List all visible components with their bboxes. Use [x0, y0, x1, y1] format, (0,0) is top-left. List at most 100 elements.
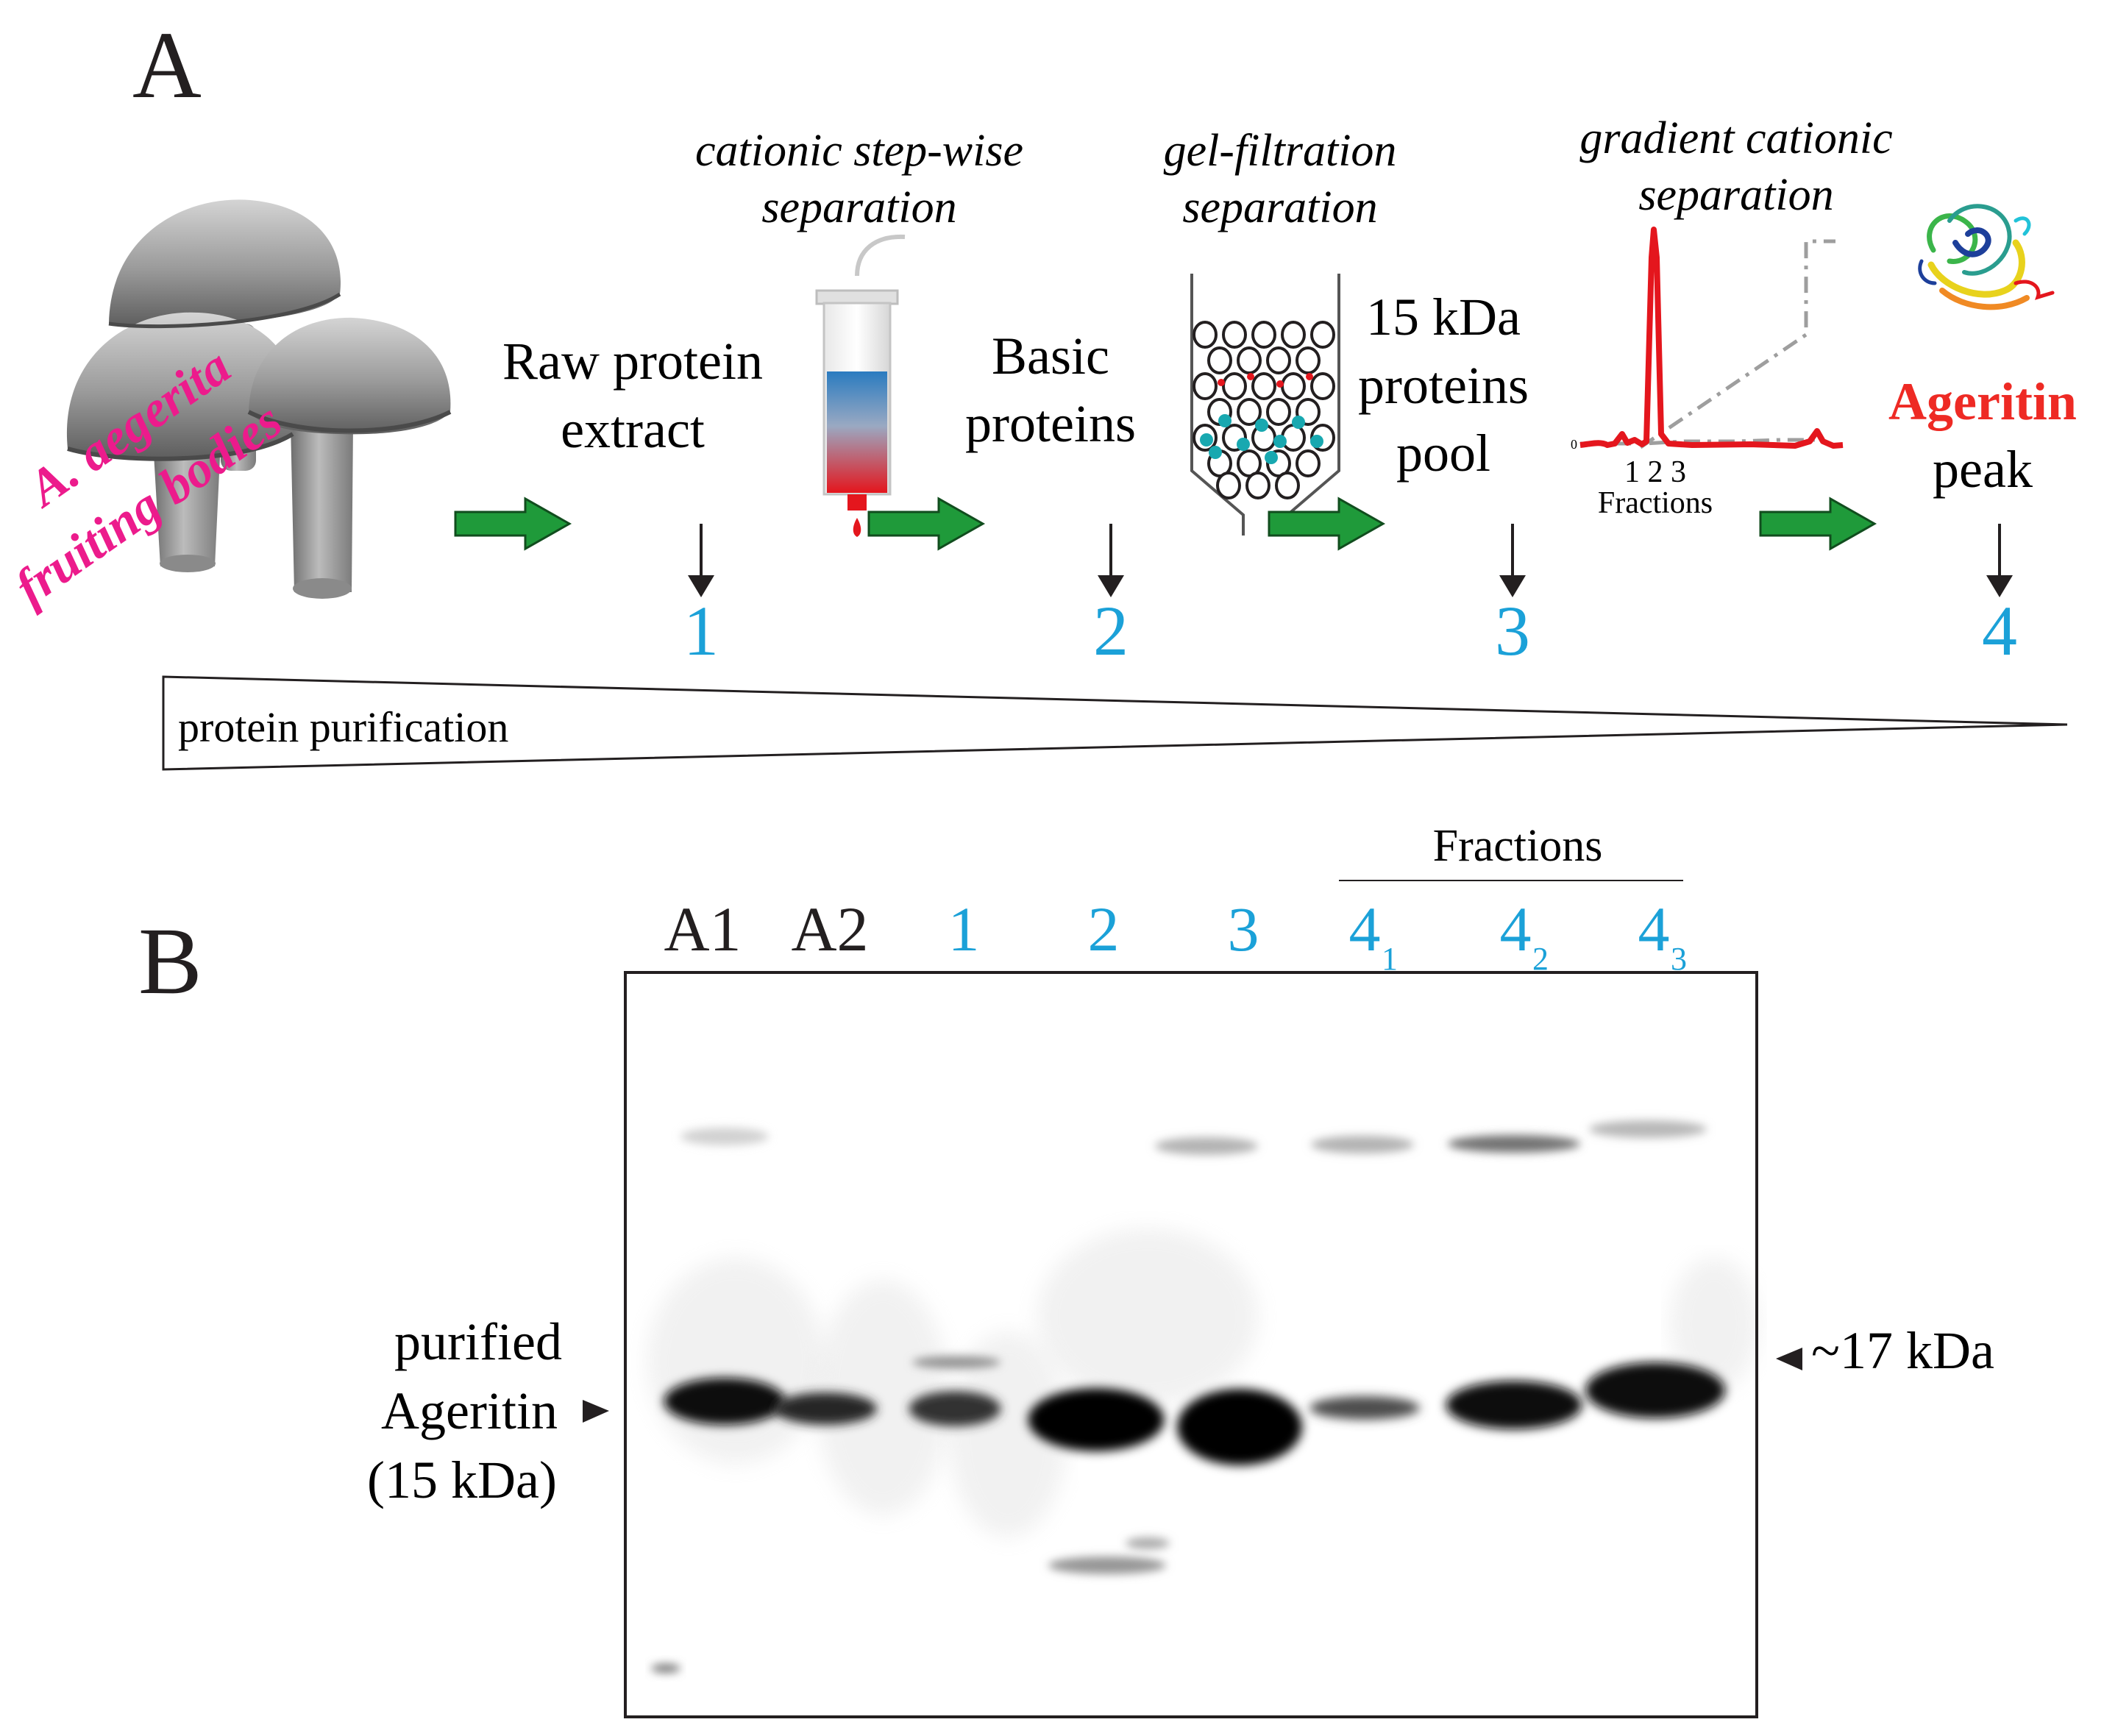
step-number-2: 2: [1093, 591, 1129, 670]
protein-structure-illustration: [1918, 204, 2055, 310]
right-marker-label: ~17 kDa: [1811, 1321, 1994, 1380]
lane-label-6: 4: [1349, 894, 1381, 964]
purification-label: protein purification: [178, 703, 508, 751]
gel-bead: [1281, 321, 1306, 349]
protein-dot-teal: [1273, 435, 1287, 448]
stage-pool-line2: proteins: [1358, 356, 1529, 415]
flow-arrow-green: [1759, 497, 1877, 551]
gel-bead: [1222, 321, 1247, 349]
step-number-4: 4: [1982, 591, 2017, 670]
left-annotation-line3: (15 kDa): [367, 1451, 557, 1509]
blot-band-upper: [1155, 1137, 1258, 1155]
chromatogram: 0 1 2 3 Fractions: [1571, 227, 1844, 520]
lane-label-2: A2: [791, 894, 868, 964]
blot-band-upper: [1589, 1120, 1707, 1138]
stage-peak: peak: [1933, 440, 2033, 499]
blot-band-main-4: [1028, 1388, 1165, 1451]
gel-bead: [1251, 321, 1276, 349]
lane-label-sub-8: 3: [1671, 941, 1687, 977]
flow-arrowhead-down: [1986, 575, 2013, 597]
gel-bead: [1207, 346, 1232, 374]
panel-a-label: A: [132, 13, 202, 118]
stage-basic-line1: Basic: [992, 327, 1109, 385]
blot-background-smudge: [647, 1258, 824, 1464]
flow-arrowhead-down: [688, 575, 714, 597]
chromatogram-fraction-numbers: 1 2 3: [1624, 455, 1686, 489]
stage-pool-line1: 15 kDa: [1366, 288, 1521, 346]
chromatogram-zero: 0: [1571, 437, 1577, 452]
flow-arrowhead-down: [1499, 575, 1526, 597]
protein-dot-red: [1247, 373, 1254, 380]
protein-dot-teal: [1200, 433, 1213, 447]
gel-bead: [1310, 372, 1335, 400]
blot-band-lower: [1126, 1537, 1170, 1549]
gel-bead: [1296, 449, 1321, 477]
protein-dot-red: [1276, 380, 1284, 388]
blot-band-main-8: [1585, 1362, 1725, 1418]
step-number-1: 1: [683, 591, 719, 670]
gel-bead: [1310, 321, 1335, 349]
blot-band-upper: [1448, 1135, 1580, 1153]
gel-bead: [1266, 346, 1291, 374]
blot-background-smudge: [817, 1280, 949, 1515]
chromatogram-xlabel: Fractions: [1598, 486, 1713, 520]
gel-bead: [1266, 398, 1291, 426]
protein-dot-teal: [1237, 438, 1250, 451]
blot-band-main-6: [1309, 1396, 1420, 1420]
protein-dot-teal: [1265, 451, 1278, 464]
blot-band-upper: [1311, 1136, 1414, 1153]
gel-bead: [1275, 472, 1300, 499]
flow-arrow-green: [454, 497, 572, 551]
left-annotation-arrowhead: [583, 1400, 609, 1423]
flow-arrow-green: [1268, 497, 1386, 551]
lane-label-sub-6: 1: [1382, 941, 1398, 977]
lane-label-1: A1: [664, 894, 741, 964]
blot-background-smudge: [1037, 1228, 1258, 1405]
stage-pool-line3: pool: [1396, 424, 1490, 483]
right-marker-arrowhead: [1776, 1348, 1802, 1370]
fractions-header: Fractions: [1433, 821, 1603, 871]
gel-filtration-column-illustration: [1190, 274, 1340, 536]
blot-band-secondary: [912, 1356, 1001, 1369]
blot-band-main-1: [664, 1378, 786, 1425]
stage-raw-line1: Raw protein: [502, 332, 763, 391]
western-blot: [624, 971, 1758, 1718]
protein-dot-teal: [1218, 414, 1232, 427]
mushroom-illustration: [66, 199, 452, 599]
cationic-column-illustration: [815, 234, 906, 537]
gel-bead: [1281, 424, 1306, 452]
flow-arrow-green: [867, 497, 986, 551]
method-gradient-line1: gradient cationic: [1579, 113, 1892, 163]
protein-dot-teal: [1255, 419, 1268, 432]
method-gel-line1: gel-filtration: [1164, 126, 1397, 176]
method-gradient-line2: separation: [1638, 170, 1833, 220]
method-cationic-line2: separation: [761, 182, 956, 232]
lane-label-5: 3: [1228, 894, 1259, 964]
blot-band-main-2: [774, 1392, 877, 1425]
protein-dot-red: [1218, 379, 1225, 386]
blot-band-main-7: [1446, 1381, 1582, 1429]
left-annotation-line1: purified: [394, 1312, 562, 1371]
protein-dot-red: [1306, 373, 1313, 380]
panel-b-label: B: [138, 908, 202, 1014]
gel-bead: [1237, 346, 1262, 374]
blot-speck: [651, 1664, 680, 1673]
gel-bead: [1251, 372, 1276, 400]
gel-bead: [1222, 372, 1247, 400]
gel-bead: [1237, 398, 1262, 426]
stage-basic-line2: proteins: [965, 394, 1136, 453]
lane-label-7: 4: [1500, 894, 1532, 964]
protein-dot-teal: [1209, 446, 1222, 459]
stage-ageritin: Ageritin: [1888, 372, 2077, 431]
gel-bead: [1193, 372, 1218, 400]
lane-label-8: 4: [1638, 894, 1670, 964]
lane-label-4: 2: [1088, 894, 1120, 964]
method-gel-line2: separation: [1182, 182, 1377, 232]
gel-bead: [1245, 472, 1270, 499]
lane-label-sub-7: 2: [1532, 941, 1549, 977]
protein-dot-teal: [1310, 435, 1323, 448]
protein-dot-teal: [1292, 416, 1305, 429]
lane-label-3: 1: [948, 894, 980, 964]
method-cationic-line1: cationic step-wise: [695, 126, 1023, 176]
